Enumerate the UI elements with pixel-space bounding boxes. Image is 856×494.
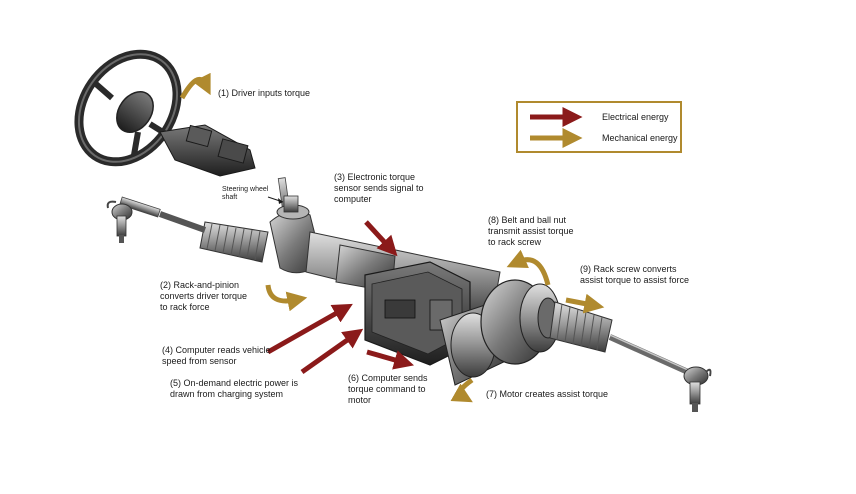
electrical-arrow-step6 — [366, 349, 415, 370]
label-step9: (9) Rack screw converts assist torque to… — [580, 264, 690, 285]
electrical-arrow-step4 — [266, 303, 353, 355]
label-steering-wheel-shaft: Steering wheel shaft — [222, 186, 269, 201]
legend-arrows — [530, 107, 583, 148]
electrical-arrow-step5 — [300, 328, 364, 375]
label-step2: (2) Rack-and-pinion converts driver torq… — [160, 280, 248, 312]
mechanical-arrow-step2 — [265, 284, 308, 312]
left-tie-rod — [106, 196, 161, 243]
steering-column — [159, 124, 256, 177]
mechanical-arrow-step7 — [450, 377, 474, 403]
legend-mechanical-label: Mechanical energy — [602, 133, 678, 143]
ecu-module — [364, 261, 471, 366]
electrical-arrow-step3 — [364, 220, 398, 257]
legend-electrical-label: Electrical energy — [602, 112, 669, 122]
label-step3: (3) Electronic torque sensor sends signa… — [334, 172, 424, 204]
mechanical-arrow-step9 — [565, 293, 605, 314]
label-step6: (6) Computer sends torque command to mot… — [348, 373, 428, 405]
electrical-arrows — [266, 220, 415, 375]
right-boot — [549, 301, 613, 353]
ball-nut-housing — [480, 279, 561, 365]
label-step1: (1) Driver inputs torque — [218, 88, 311, 98]
mechanical-arrow-step8 — [506, 249, 551, 286]
mechanical-arrows — [179, 72, 605, 403]
label-step8: (8) Belt and ball nut transmit assist to… — [488, 215, 574, 247]
left-boot — [158, 211, 269, 263]
label-step7: (7) Motor creates assist torque — [486, 389, 609, 399]
label-step4: (4) Computer reads vehicle speed from se… — [162, 345, 271, 366]
mechanical-arrow-step1 — [179, 72, 211, 100]
legend: Electrical energy Mechanical energy — [516, 101, 682, 153]
label-step5: (5) On-demand electric power is drawn fr… — [170, 378, 299, 399]
right-tie-rod — [608, 334, 712, 412]
